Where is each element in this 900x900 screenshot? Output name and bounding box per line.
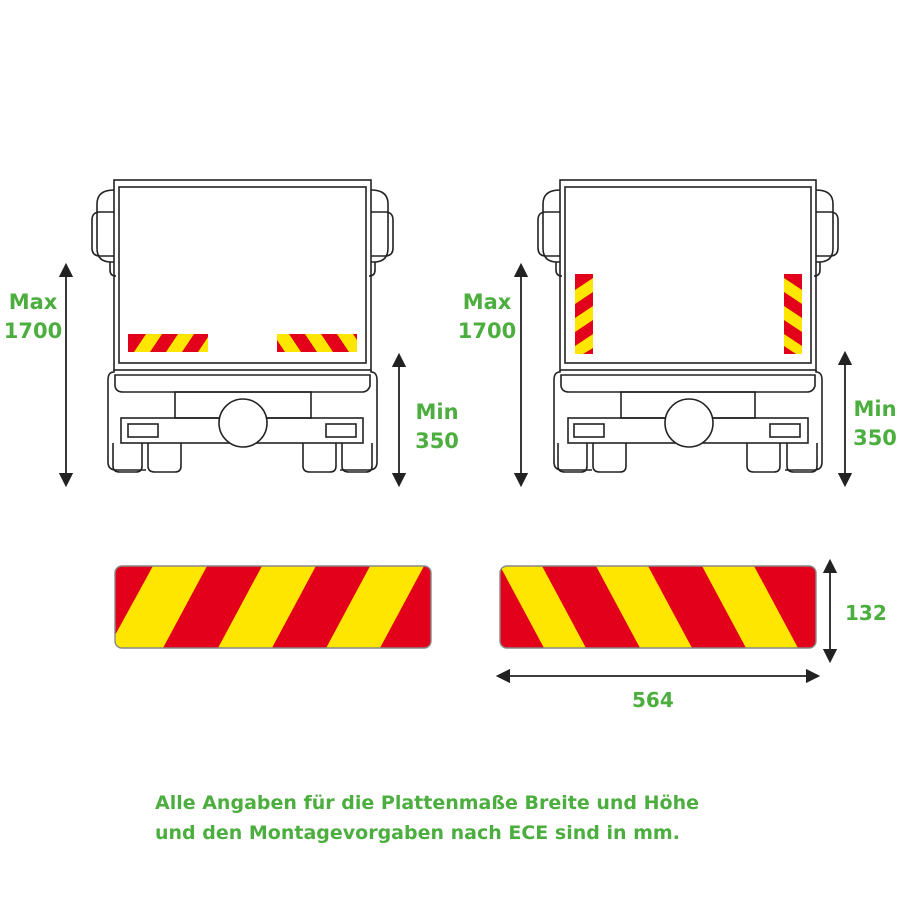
right-min-label: Min [853, 397, 897, 421]
plate-height-value: 132 [845, 601, 887, 625]
plate-width-value: 564 [632, 688, 674, 712]
caption-line-2: und den Montagevorgaben nach ECE sind in… [155, 822, 680, 844]
truck-left [91, 179, 394, 473]
right-max-value: 1700 [457, 319, 517, 343]
right-max-label: Max [462, 290, 512, 314]
plate-left-leaning [115, 566, 431, 648]
truck-right-plate-right [784, 274, 802, 354]
caption: Alle Angaben für die Plattenmaße Breite … [155, 788, 855, 848]
truck-left-plate-left [128, 334, 208, 352]
right-max-label-group: Max 1700 [456, 288, 518, 346]
right-min-label-group: Min 350 [848, 395, 900, 453]
truck-right [537, 179, 839, 473]
left-min-label-group: Min 350 [408, 398, 466, 456]
plate-right-leaning [500, 566, 816, 648]
caption-line-1: Alle Angaben für die Plattenmaße Breite … [155, 792, 699, 814]
left-max-label-group: Max 1700 [2, 288, 64, 346]
right-min-value: 350 [853, 426, 897, 450]
truck-right-plate-left [575, 274, 593, 354]
left-max-value: 1700 [3, 319, 63, 343]
left-max-label: Max [8, 290, 58, 314]
left-min-label: Min [415, 400, 459, 424]
left-min-value: 350 [415, 429, 459, 453]
truck-left-plate-right [277, 334, 357, 352]
